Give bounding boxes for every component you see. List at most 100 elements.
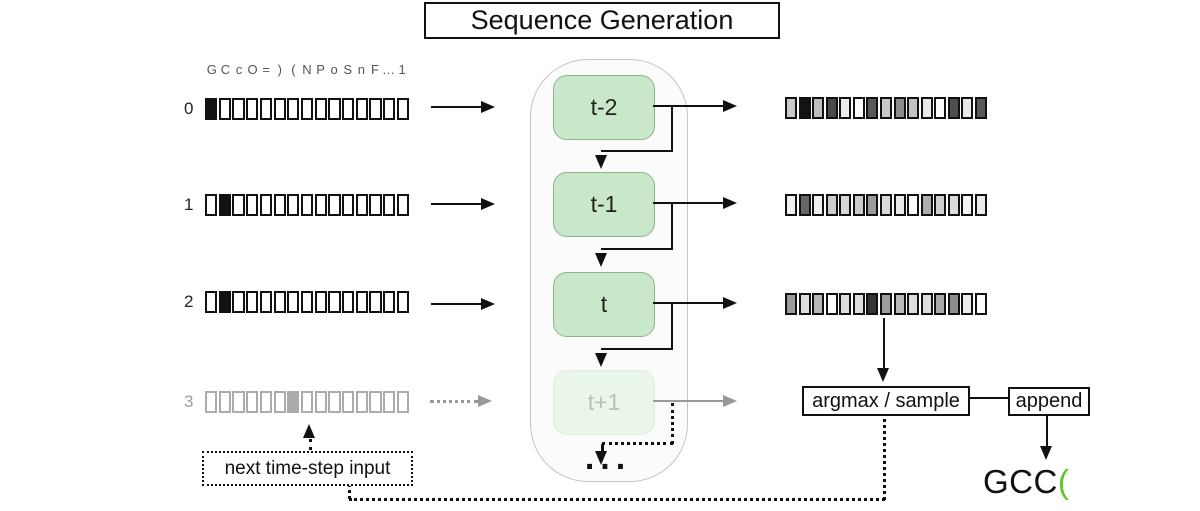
output-vector-cell <box>839 97 852 119</box>
dotted-recurrent-arrow-head <box>595 451 607 465</box>
input-vector-cell <box>259 194 273 216</box>
output-vector-cell <box>961 293 974 315</box>
input-vector-cell <box>205 194 218 216</box>
output-vector-cell <box>825 97 838 119</box>
input-vector-cell <box>218 98 231 120</box>
output-vector-cell <box>879 97 892 119</box>
input-row-label-2: 2 <box>184 292 194 311</box>
vocab-token: ( <box>291 62 296 77</box>
output-vector-cell <box>852 97 865 119</box>
input-vector-cell <box>246 291 259 313</box>
next-input-arrow-head <box>303 424 315 438</box>
vocab-token: n <box>357 62 365 77</box>
output-vector-2 <box>785 293 987 315</box>
vocab-token: c <box>235 62 243 77</box>
output-vector-cell <box>866 293 879 315</box>
append-arrow-line <box>1046 413 1048 448</box>
output-arrow-head-1 <box>723 196 737 209</box>
input-vector-cell <box>342 391 355 413</box>
input-vector-cell <box>273 391 286 413</box>
input-vector-cell <box>300 194 314 216</box>
input-vector-cell <box>232 194 245 216</box>
input-vector-1 <box>205 194 410 216</box>
model-ellipsis: ... <box>584 439 632 477</box>
input-arrow-head-3 <box>478 394 492 407</box>
argmax-sample-box: argmax / sample <box>802 386 970 416</box>
output-vector-cell <box>974 97 987 119</box>
input-row-label-3: 3 <box>184 392 194 411</box>
output-arrow-head-0 <box>723 99 737 112</box>
input-vector-cell <box>314 194 327 216</box>
output-vector-cell <box>879 194 892 216</box>
input-vector-cell <box>383 194 396 216</box>
recurrent-line-1b <box>601 248 673 250</box>
input-vector-2 <box>205 291 410 313</box>
vocab-token: C <box>220 62 231 77</box>
input-row-label-0: 0 <box>184 99 194 118</box>
output-vector-cell <box>812 293 825 315</box>
input-vector-cell <box>369 98 382 120</box>
input-vector-cell <box>396 98 410 120</box>
input-vector-cell <box>300 291 314 313</box>
output-vector-1 <box>785 194 987 216</box>
output-vector-cell <box>920 194 933 216</box>
argmax-append-connector <box>966 397 1008 399</box>
input-arrow-head-1 <box>481 197 495 210</box>
input-vector-cell <box>314 391 327 413</box>
output-vector-cell <box>907 293 920 315</box>
output-vector-cell <box>961 97 974 119</box>
argmax-sample-label: argmax / sample <box>812 389 960 412</box>
output-arrow-head-3-gray <box>723 394 737 407</box>
input-vector-cell <box>287 391 300 413</box>
input-vector-cell <box>259 98 273 120</box>
input-vector-cell <box>259 291 273 313</box>
input-vector-cell <box>396 391 410 413</box>
input-vector-3 <box>205 391 410 413</box>
output-vector-cell <box>879 293 892 315</box>
input-vector-cell <box>369 391 382 413</box>
input-vector-cell <box>259 391 273 413</box>
input-vector-0 <box>205 98 410 120</box>
recurrent-line-1a <box>671 203 673 250</box>
vocab-token: G <box>206 62 217 77</box>
output-vector-0 <box>785 97 987 119</box>
input-vector-cell <box>383 391 396 413</box>
output-vector-cell <box>785 194 798 216</box>
input-vector-cell <box>287 291 300 313</box>
vocab-token: … <box>382 62 396 77</box>
output-vector-cell <box>907 97 920 119</box>
appended-token: ( <box>1057 463 1070 500</box>
input-vector-cell <box>355 98 368 120</box>
output-vector-cell <box>798 97 811 119</box>
feedback-loop-line-right <box>883 413 886 500</box>
output-vector-cell <box>825 293 838 315</box>
input-vector-cell <box>342 194 355 216</box>
output-vector-cell <box>934 293 947 315</box>
recurrent-line-0b <box>601 150 673 152</box>
output-arrow-head-2 <box>723 296 737 309</box>
feedback-loop-line-left <box>348 484 351 499</box>
output-vector-cell <box>812 194 825 216</box>
next-input-box: next time-step input <box>202 451 413 486</box>
model-cell-t-plus-1-label: t+1 <box>587 389 621 415</box>
output-vector-cell <box>947 194 960 216</box>
recurrent-arrow-head-1 <box>595 253 607 267</box>
input-vector-cell <box>205 391 218 413</box>
input-vector-cell <box>383 98 396 120</box>
model-cell-t-2-label: t-2 <box>590 94 618 120</box>
output-vector-cell <box>798 293 811 315</box>
output-arrow-line-1 <box>653 202 723 204</box>
dotted-recurrent-line-c <box>601 444 604 451</box>
vocab-token: O <box>247 62 258 77</box>
input-vector-cell <box>232 291 245 313</box>
input-vector-cell <box>218 291 231 313</box>
next-input-label: next time-step input <box>224 457 391 479</box>
input-vector-cell <box>328 194 341 216</box>
output-vector-cell <box>893 194 906 216</box>
dotted-recurrent-line-b <box>602 442 673 445</box>
output-vector-cell <box>974 194 987 216</box>
input-vector-cell <box>300 98 314 120</box>
sample-arrow-line <box>883 318 885 370</box>
output-vector-cell <box>961 194 974 216</box>
diagram-title: Sequence Generation <box>470 5 734 35</box>
